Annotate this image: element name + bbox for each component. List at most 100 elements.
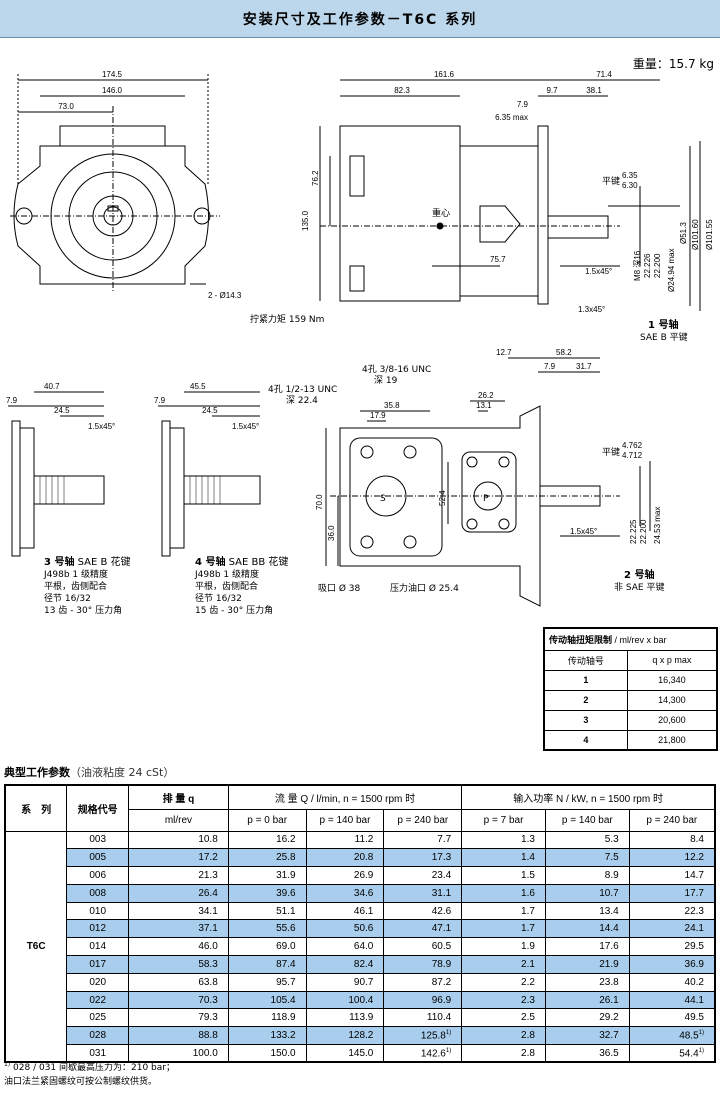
model-code-cell: 028	[66, 1026, 130, 1046]
cell-text: 31.1	[431, 887, 452, 899]
shaft2-desc: 非 SAE 平键	[614, 581, 664, 593]
cell-text: 012	[89, 923, 107, 935]
cell-text: 003	[89, 834, 107, 846]
model-code-cell: 025	[66, 1008, 130, 1028]
side-flange	[537, 125, 549, 305]
cell-text: 44.1	[684, 994, 704, 1006]
value-cell: 100.0	[128, 1044, 229, 1063]
value-cell: 54.41)	[628, 1044, 716, 1063]
cell-text: 36.5	[599, 1047, 619, 1059]
cell-text: 40.2	[684, 976, 704, 988]
value-cell: 23.8	[544, 972, 630, 992]
value-cell: 60.5	[383, 937, 463, 957]
perf-section-title: 典型工作参数（油液粘度 24 cSt）	[4, 764, 174, 780]
weight-label: 重量：15.7 kg	[632, 57, 714, 71]
model-code-cell: 012	[66, 919, 130, 939]
cell-text: 51.1	[276, 905, 296, 917]
value-cell: 47.1	[383, 919, 463, 939]
cell-text: 008	[89, 887, 107, 899]
dim-38-1: 38.1	[586, 86, 602, 95]
side-port-boss	[479, 205, 521, 243]
cell-text: 100.0	[192, 1047, 218, 1059]
value-cell: 88.8	[128, 1026, 229, 1046]
cell-text: 142.6	[420, 1047, 446, 1059]
cell-text: 42.6	[431, 905, 452, 917]
shaft4-spline	[183, 475, 261, 505]
cell-text: 26.4	[198, 887, 218, 899]
value-cell: 34.6	[305, 883, 385, 903]
dim-146-0: 146.0	[102, 86, 123, 95]
value-cell: 21.3	[128, 866, 229, 885]
cell-text: 37.1	[198, 923, 218, 935]
footnote-ref: 1)	[698, 1047, 704, 1054]
value-cell: 8.4	[628, 830, 716, 850]
dim-22-200: 22.200	[653, 253, 662, 278]
value-cell: 95.7	[227, 972, 307, 992]
value-cell: 51.1	[227, 901, 307, 921]
value-cell: 10.7	[544, 883, 630, 903]
port-holes-left-depth: 深 22.4	[286, 395, 318, 406]
value-cell: 29.2	[544, 1008, 630, 1028]
cell-text: 1.3	[521, 834, 535, 846]
port-holes-right-depth: 深 19	[374, 375, 398, 386]
cell-text: 118.9	[271, 1012, 296, 1024]
dim-6-35: 6.35	[622, 171, 638, 180]
model-code-cell: 005	[66, 848, 130, 868]
cell-text: 2.2	[521, 976, 535, 988]
cell-text: 96.9	[431, 994, 452, 1006]
footnote-line1: 028 / 031 间歇最高压力为：210 bar；	[10, 1063, 175, 1073]
page-title: 安装尺寸及工作参数－T6C 系列	[242, 11, 478, 28]
value-cell: 26.4	[128, 883, 229, 903]
cell-text: 46.0	[198, 941, 218, 953]
cell-text: 29.5	[684, 941, 704, 953]
cell-text: 88.8	[198, 1030, 218, 1042]
cell-text: 133.2	[270, 1030, 296, 1042]
label-key-1: 平键	[602, 175, 620, 187]
value-cell: 79.3	[128, 1008, 229, 1028]
dim-mount-holes: 2 - Ø14.3	[208, 291, 242, 300]
cell-text: 34.1	[198, 905, 218, 917]
value-cell: 37.1	[128, 919, 229, 939]
cell-text: 39.6	[276, 887, 296, 899]
cell-text: 020	[89, 976, 107, 988]
dim-73-0: 73.0	[58, 102, 74, 111]
footnote-ref: 1)	[445, 1047, 452, 1054]
side-detail-lower	[349, 265, 365, 292]
port-dim-4-762: 4.762	[622, 441, 643, 450]
dim-m8: M8 深16	[633, 250, 642, 281]
shaft4-caption: 4 号轴 SAE BB 花键 J498b 1 级精度 平根，齿侧配合 径节 16…	[195, 557, 288, 617]
value-cell: 11.2	[305, 830, 385, 850]
cell-text: 29.2	[599, 1012, 619, 1024]
cell-text: 26.9	[353, 869, 374, 881]
value-cell: 25.8	[227, 848, 307, 868]
cell-text: 32.7	[599, 1030, 619, 1042]
cell-text: 54.4	[679, 1047, 699, 1059]
side-shaft	[547, 215, 609, 239]
value-cell: 32.7	[544, 1026, 630, 1046]
value-cell: 100.4	[305, 990, 385, 1010]
shaft1-desc: SAE B 平键	[640, 331, 688, 343]
suction-flange	[349, 437, 443, 557]
value-cell: 17.6	[544, 937, 630, 957]
value-cell: 36.9	[628, 955, 716, 974]
footnote-ref: 1)	[698, 1030, 704, 1036]
cell-text: 17.7	[684, 887, 704, 899]
value-cell: 55.6	[227, 919, 307, 939]
shaft4-dim-chamfer: 1.5x45°	[232, 422, 259, 431]
cell-text: 2.1	[521, 958, 535, 970]
cell-text: 21.9	[599, 958, 619, 970]
cell-text: 24.1	[684, 923, 704, 935]
shaft4-type: SAE BB 花键	[228, 557, 289, 568]
port-dim-7-9: 7.9	[544, 362, 556, 371]
value-cell: 2.5	[461, 1008, 546, 1028]
cell-text: 21.3	[198, 869, 218, 881]
value-cell: 49.5	[628, 1008, 716, 1028]
footnote-line2: 油口法兰紧固螺纹可按公制螺纹供货。	[4, 1077, 158, 1087]
value-cell: 26.9	[305, 866, 385, 885]
